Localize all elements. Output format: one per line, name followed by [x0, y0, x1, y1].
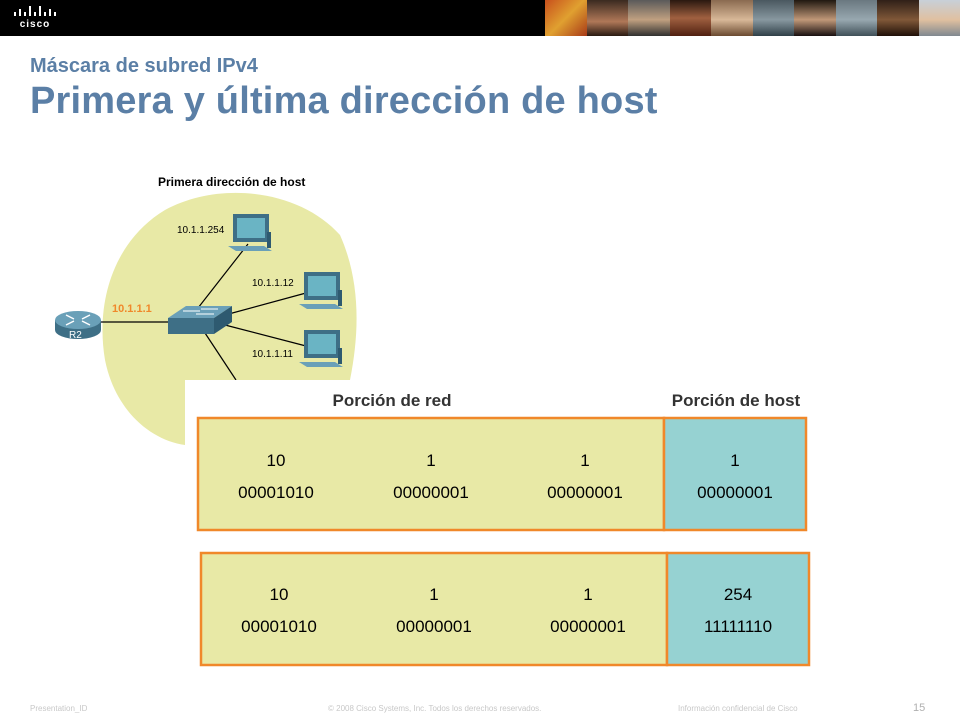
octet-decimal: 1: [583, 585, 592, 604]
topology-label: Primera dirección de host: [158, 175, 305, 189]
last-address-box: [199, 551, 811, 667]
first-address-box: [196, 416, 808, 532]
slide-title: Primera y última dirección de host: [30, 80, 658, 122]
octet-binary: 00000001: [393, 483, 469, 502]
topology-links: [88, 243, 307, 381]
host-portion-cell: [665, 551, 811, 667]
footer-copyright: © 2008 Cisco Systems, Inc. Todos los der…: [328, 704, 542, 713]
footer-confidential: Información confidencial de Cisco: [678, 704, 798, 713]
octet-decimal: 1: [429, 585, 438, 604]
photo-tile: [669, 0, 711, 36]
octet-decimal: 254: [724, 585, 752, 604]
octet-decimal: 10: [270, 585, 289, 604]
octet-binary: 00000001: [697, 483, 773, 502]
octet-decimal: 1: [730, 451, 739, 470]
top-banner: cisco: [0, 0, 960, 36]
host-portion-header: Porción de host: [672, 391, 801, 410]
octet-binary: 00001010: [241, 617, 317, 636]
router-ip: 10.1.1.1: [112, 303, 152, 315]
photo-tile: [752, 0, 794, 36]
host-portion-cell: [662, 416, 808, 532]
photo-tile: [877, 0, 919, 36]
cisco-logo: cisco: [10, 4, 60, 32]
octet-binary: 11111110: [704, 617, 772, 636]
network-portion-cell: [196, 416, 666, 532]
switch-icon: [168, 306, 232, 334]
page-number: 15: [913, 702, 926, 714]
slide-subtitle: Máscara de subred IPv4: [30, 55, 258, 77]
host-ip-label: 10.1.1.254: [177, 225, 225, 236]
photo-tile: [794, 0, 836, 36]
network-portion-cell: [199, 551, 669, 667]
router-name: R2: [69, 330, 82, 341]
photo-tile: [918, 0, 960, 36]
octet-binary: 00001010: [238, 483, 314, 502]
pc-icon: [299, 272, 343, 309]
photo-tile: [586, 0, 628, 36]
photo-tile: [711, 0, 753, 36]
octet-binary: 00000001: [396, 617, 472, 636]
octet-binary: 00000001: [550, 617, 626, 636]
cisco-bars-icon: [14, 6, 56, 16]
photo-strip: [545, 0, 960, 36]
octet-decimal: 1: [580, 451, 589, 470]
pc-icon: [228, 214, 272, 251]
photo-tile: [545, 0, 587, 36]
host-ip-label: 10.1.1.12: [252, 278, 294, 289]
photo-tile: [835, 0, 877, 36]
photo-tile: [628, 0, 670, 36]
octet-binary: 00000001: [547, 483, 623, 502]
host-ip-label: 10.1.1.11: [252, 349, 293, 360]
octet-decimal: 10: [267, 451, 286, 470]
pc-icon: [299, 330, 343, 367]
cisco-logo-text: cisco: [19, 19, 51, 30]
network-portion-header: Porción de red: [332, 391, 451, 410]
octet-decimal: 1: [426, 451, 435, 470]
router-icon: [55, 311, 101, 339]
footer-presentation-id: Presentation_ID: [30, 704, 88, 713]
